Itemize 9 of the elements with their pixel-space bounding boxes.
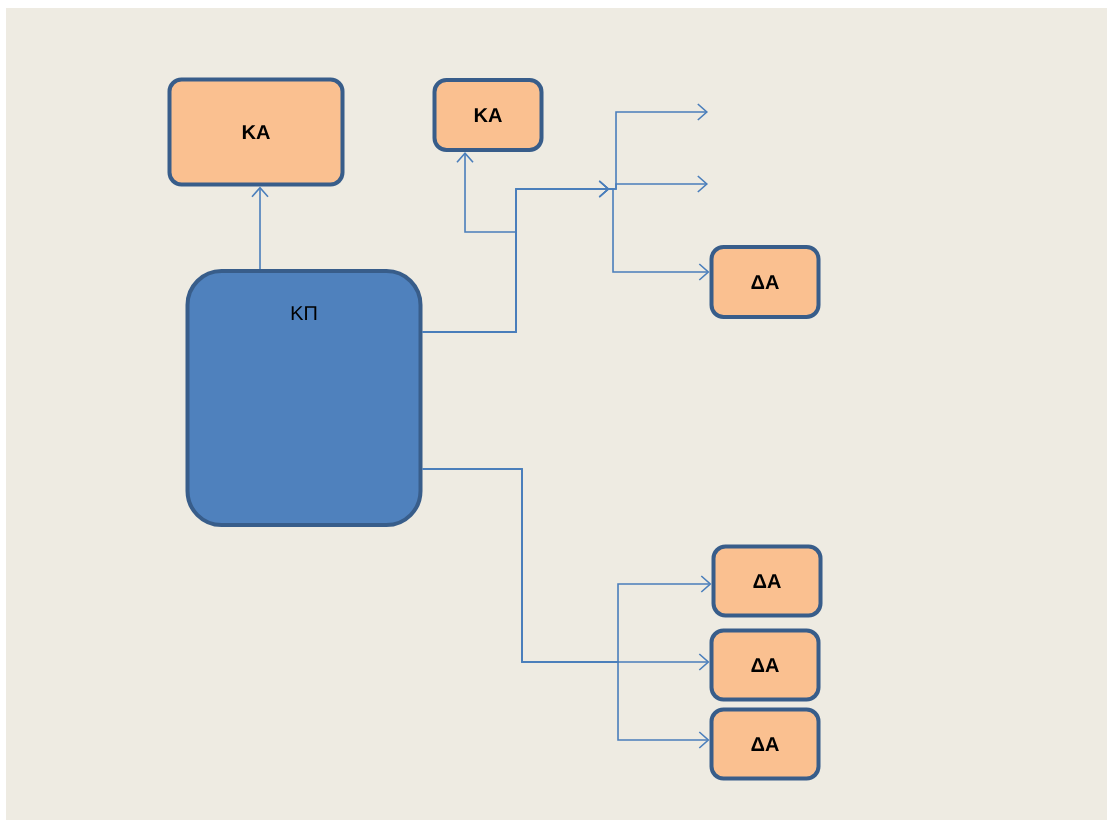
arrow	[251, 186, 269, 270]
process-box: ΚΠ	[185, 269, 423, 527]
arrow	[421, 468, 710, 749]
process-box: ΔΑ	[709, 707, 821, 781]
process-box: ΚΑ	[167, 77, 345, 187]
process-box: ΔΑ	[709, 245, 821, 319]
process-box: ΔΑ	[709, 628, 821, 702]
process-box: ΔΑ	[711, 544, 823, 618]
process-box: ΚΑ	[432, 78, 544, 152]
